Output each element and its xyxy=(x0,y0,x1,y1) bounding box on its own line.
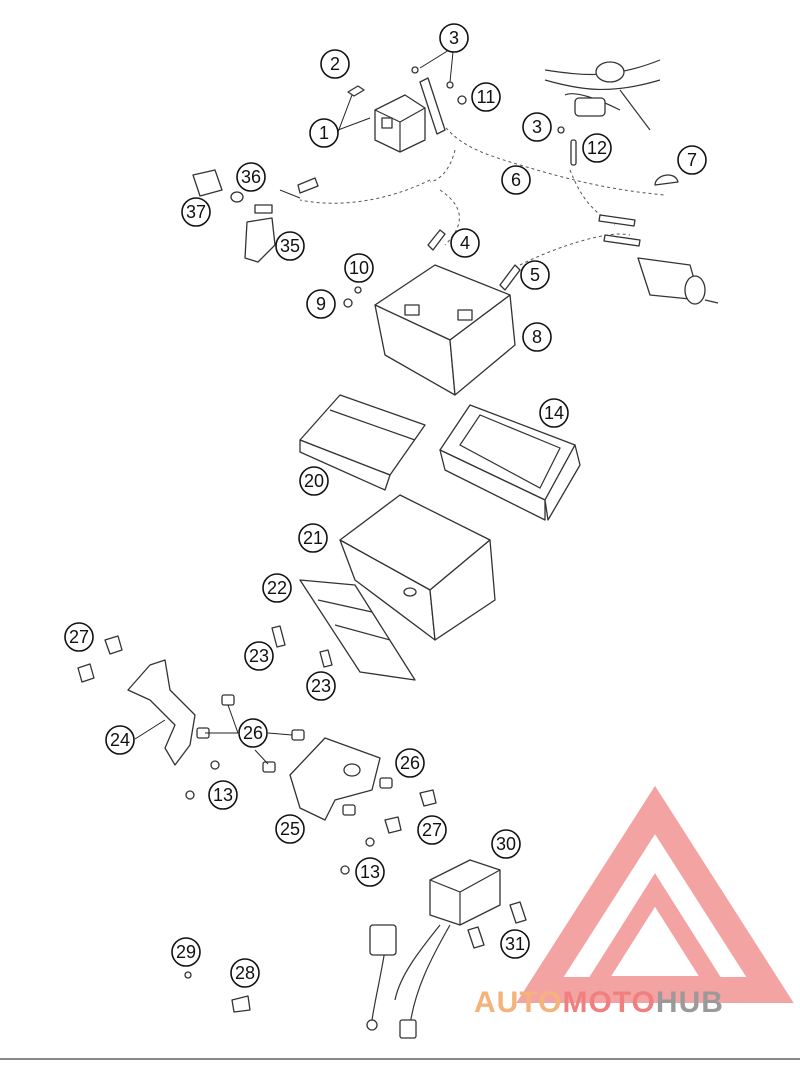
callout-27b: 27 xyxy=(417,815,447,845)
connector-bracket xyxy=(192,169,276,263)
callout-label: 12 xyxy=(587,138,607,158)
callout-label: 1 xyxy=(319,123,329,143)
callout-label: 3 xyxy=(449,28,459,48)
watermark-moto: MOTO xyxy=(562,986,655,1019)
callout-label: 23 xyxy=(249,646,269,666)
callout-13b: 13 xyxy=(355,857,385,887)
regulator-harness xyxy=(366,924,451,1039)
callout-21: 21 xyxy=(298,523,328,553)
callout-3a: 3 xyxy=(439,23,469,53)
callout-label: 26 xyxy=(400,753,420,773)
battery-holder-part xyxy=(339,494,496,641)
callout-29: 29 xyxy=(171,937,201,967)
watermark-auto: AUTO xyxy=(474,986,562,1019)
callout-31: 31 xyxy=(500,929,530,959)
callout-35: 35 xyxy=(275,231,305,261)
callout-5: 5 xyxy=(520,260,550,290)
callout-label: 9 xyxy=(316,294,326,314)
callout-25: 25 xyxy=(275,814,305,844)
callout-26b: 26 xyxy=(395,748,425,778)
regulator-part xyxy=(429,859,527,949)
callout-13a: 13 xyxy=(208,780,238,810)
callout-label: 27 xyxy=(422,820,442,840)
callout-label: 22 xyxy=(267,578,287,598)
callout-7: 7 xyxy=(677,145,707,175)
callout-10: 10 xyxy=(344,253,374,283)
callout-27a: 27 xyxy=(64,622,94,652)
callout-label: 7 xyxy=(687,150,697,170)
callout-label: 25 xyxy=(280,819,300,839)
callout-12: 12 xyxy=(582,133,612,163)
watermark-logo xyxy=(516,785,794,1003)
cable-ends xyxy=(297,177,641,291)
callout-23b: 23 xyxy=(306,671,336,701)
callout-label: 24 xyxy=(110,730,130,750)
callout-label: 4 xyxy=(460,233,470,253)
callout-9: 9 xyxy=(306,289,336,319)
callout-23a: 23 xyxy=(244,641,274,671)
callout-label: 6 xyxy=(511,170,521,190)
rubber-pad-part xyxy=(299,579,416,681)
callout-1: 1 xyxy=(309,118,339,148)
callout-3b: 3 xyxy=(522,112,552,142)
watermark-text: AUTOMOTOHUB xyxy=(474,986,724,1019)
callout-label: 20 xyxy=(304,471,324,491)
callout-label: 21 xyxy=(303,528,323,548)
battery-cover-part xyxy=(299,394,426,491)
callout-label: 29 xyxy=(176,942,196,962)
callout-37: 37 xyxy=(181,197,211,227)
callout-label: 8 xyxy=(532,327,542,347)
callout-14: 14 xyxy=(539,398,569,428)
callout-label: 3 xyxy=(532,117,542,137)
callout-label: 14 xyxy=(544,403,564,423)
callout-label: 26 xyxy=(243,723,263,743)
callout-label: 36 xyxy=(241,167,261,187)
handlebar-sketch xyxy=(544,59,661,131)
fuse-box-part xyxy=(347,85,426,153)
callout-label: 27 xyxy=(69,627,89,647)
callout-6: 6 xyxy=(501,165,531,195)
callout-26a: 26 xyxy=(238,718,268,748)
callout-label: 35 xyxy=(280,236,300,256)
callout-label: 11 xyxy=(477,87,496,107)
callout-label: 13 xyxy=(360,862,380,882)
small-fasteners xyxy=(343,66,577,308)
callout-label: 5 xyxy=(530,265,540,285)
callout-30: 30 xyxy=(491,829,521,859)
screws xyxy=(77,625,437,875)
battery-part xyxy=(374,264,516,396)
callout-22: 22 xyxy=(262,573,292,603)
callout-2: 2 xyxy=(320,49,350,79)
mounting-plate-part xyxy=(289,737,381,821)
callout-36: 36 xyxy=(236,162,266,192)
callout-label: 30 xyxy=(496,834,516,854)
bracket-part-24 xyxy=(127,659,196,766)
small-clips xyxy=(184,971,251,1013)
callout-4: 4 xyxy=(450,228,480,258)
leader-lines xyxy=(134,49,454,765)
callout-label: 13 xyxy=(213,785,233,805)
callout-8: 8 xyxy=(522,322,552,352)
battery-tray-part xyxy=(439,404,581,521)
callout-label: 37 xyxy=(186,202,206,222)
callout-label: 28 xyxy=(235,963,255,983)
callout-label: 23 xyxy=(311,676,331,696)
callout-20: 20 xyxy=(299,466,329,496)
watermark-hub: HUB xyxy=(656,986,724,1019)
bottom-divider xyxy=(0,1058,800,1060)
callout-28: 28 xyxy=(230,958,260,988)
callout-11: 11 xyxy=(471,82,501,112)
callout-label: 31 xyxy=(505,934,525,954)
callout-24: 24 xyxy=(105,725,135,755)
starter-motor xyxy=(637,174,719,305)
callout-label: 2 xyxy=(330,54,340,74)
callout-label: 10 xyxy=(349,258,369,278)
